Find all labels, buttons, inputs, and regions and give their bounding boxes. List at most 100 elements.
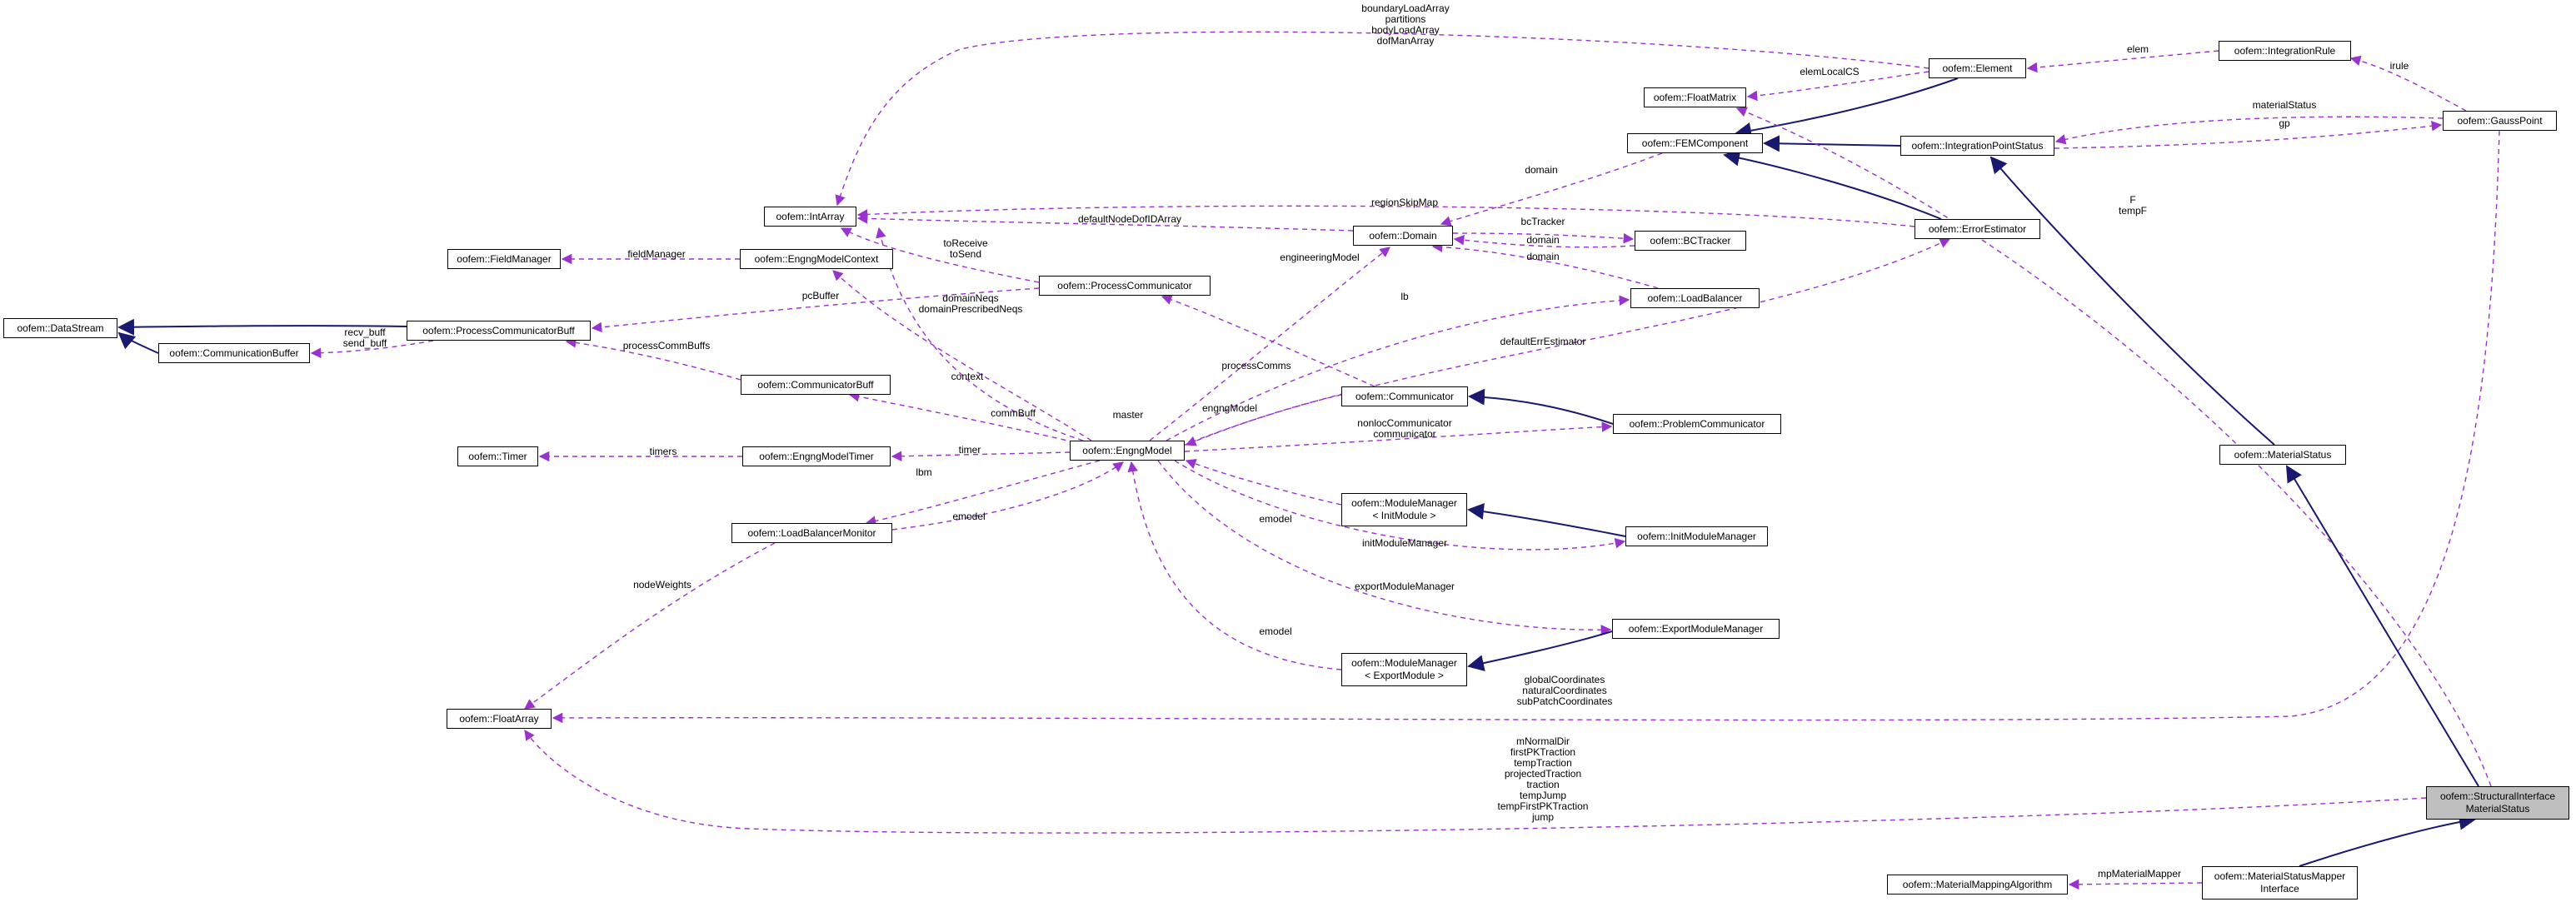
edge-modulemanager-export-engngmodel — [1127, 461, 1342, 670]
class-label: oofem::Communicator — [1355, 390, 1455, 402]
class-node-communicator[interactable]: oofem::Communicator — [1341, 386, 1468, 406]
edge-engngmodel-engngmodeltimer — [891, 451, 1071, 462]
class-node-element[interactable]: oofem::Element — [1929, 58, 2026, 78]
edge-label-emodel-init: emodel — [1259, 513, 1292, 525]
edge-label-emodel-lbm: emodel — [952, 511, 986, 522]
class-label: oofem::IntegrationPointStatus — [1911, 139, 2044, 152]
class-label: oofem::IntegrationRule — [2234, 44, 2336, 57]
class-label: oofem::StructuralInterface — [2439, 790, 2556, 802]
class-node-modulemanager-init[interactable]: oofem::ModuleManager < InitModule > — [1341, 493, 1467, 526]
class-node-bctracker[interactable]: oofem::BCTracker — [1635, 231, 1746, 251]
class-node-materialmappingalgorithm[interactable]: oofem::MaterialMappingAlgorithm — [1887, 875, 2068, 895]
class-label: oofem::ModuleManager — [1351, 657, 1457, 669]
edge-errorestimator-intarray — [856, 205, 1915, 227]
edge-element-floatmatrix — [1746, 71, 1930, 102]
class-node-communicationbuffer[interactable]: oofem::CommunicationBuffer — [158, 343, 310, 363]
class-label: oofem::Timer — [468, 450, 527, 462]
edge-label-regionskipmap: regionSkipMap — [1370, 197, 1439, 208]
edge-materialstatusmapper-structural — [2299, 813, 2476, 867]
edge-loadbalancermonitor-floatarray — [523, 542, 776, 710]
edge-processcommunicator-pcbuff — [591, 287, 1040, 333]
class-label: oofem::ProcessCommunicator — [1057, 279, 1192, 292]
class-node-loadbalancermonitor[interactable]: oofem::LoadBalancerMonitor — [731, 523, 892, 543]
class-node-engngmodel[interactable]: oofem::EngngModel — [1070, 441, 1185, 461]
edge-label-domain-fem: domain — [1525, 164, 1558, 176]
edge-communicatorbuff-pcbuff — [565, 337, 741, 381]
edge-label-pcbuffer: pcBuffer — [801, 290, 840, 302]
edge-structural-materialstatus — [2285, 465, 2479, 787]
edge-label-engngmodel-comm: engngModel — [1201, 402, 1258, 414]
class-label: oofem::GaussPoint — [2457, 114, 2543, 127]
class-node-floatarray[interactable]: oofem::FloatArray — [447, 709, 552, 729]
edge-label-processcommbuffs: processCommBuffs — [622, 340, 711, 351]
class-node-materialstatusmapperinterface[interactable]: oofem::MaterialStatusMapper Interface — [2202, 866, 2358, 900]
edge-label-nodeweights: nodeWeights — [633, 579, 691, 591]
class-label-line2: MaterialStatus — [2465, 803, 2530, 815]
class-label: oofem::MaterialStatusMapper — [2214, 870, 2346, 882]
class-node-intarray[interactable]: oofem::IntArray — [764, 207, 856, 227]
class-node-initmodulemanager[interactable]: oofem::InitModuleManager — [1625, 526, 1768, 546]
class-label: oofem::BCTracker — [1650, 234, 1731, 247]
edge-structural-floatmatrix — [1735, 107, 2492, 787]
class-node-timer[interactable]: oofem::Timer — [457, 446, 538, 466]
edge-label-elemlocalcs: elemLocalCS — [1800, 66, 1860, 77]
edge-domain-bctracker — [1452, 232, 1635, 244]
class-node-domain[interactable]: oofem::Domain — [1353, 226, 1453, 246]
class-node-fieldmanager[interactable]: oofem::FieldManager — [447, 249, 561, 269]
class-node-engngmodelcontext[interactable]: oofem::EngngModelContext — [740, 249, 893, 269]
class-label: oofem::ProblemCommunicator — [1629, 417, 1765, 430]
edge-label-defaultnodedofidarray: defaultNodeDofIDArray — [1077, 213, 1182, 225]
edge-label-mpmaterialmapper: mpMaterialMapper — [2097, 868, 2182, 880]
class-node-modulemanager-export[interactable]: oofem::ModuleManager < ExportModule > — [1341, 653, 1467, 686]
edge-label-exportmodulemanager: exportModuleManager — [1354, 581, 1455, 592]
class-node-integrationrule[interactable]: oofem::IntegrationRule — [2219, 41, 2351, 61]
class-node-integrationpointstatus[interactable]: oofem::IntegrationPointStatus — [1900, 136, 2054, 156]
edge-label-fieldmanager: fieldManager — [627, 248, 686, 260]
class-label: oofem::LoadBalancerMonitor — [747, 526, 876, 539]
class-label: oofem::ModuleManager — [1351, 497, 1457, 509]
class-label: oofem::Domain — [1369, 229, 1437, 242]
edge-element-intarray — [835, 31, 1930, 207]
class-node-femcomponent[interactable]: oofem::FEMComponent — [1627, 133, 1763, 153]
edge-label-context: context — [951, 371, 984, 382]
edge-label-domain-bc: domain — [1526, 234, 1560, 246]
class-label: oofem::LoadBalancer — [1647, 292, 1743, 304]
class-node-floatmatrix[interactable]: oofem::FloatMatrix — [1644, 87, 1746, 107]
class-node-exportmodulemanager[interactable]: oofem::ExportModuleManager — [1612, 619, 1780, 639]
class-node-problemcommunicator[interactable]: oofem::ProblemCommunicator — [1613, 414, 1781, 434]
class-label: oofem::ErrorEstimator — [1928, 222, 2027, 235]
class-node-processcommunicator[interactable]: oofem::ProcessCommunicator — [1039, 276, 1211, 296]
class-node-communicatorbuff[interactable]: oofem::CommunicatorBuff — [741, 375, 891, 395]
edge-label-emodel-export: emodel — [1259, 625, 1292, 637]
edge-label-lb: lb — [1400, 291, 1409, 302]
edge-engngmodel-loadbalancermonitor — [865, 460, 1101, 526]
edge-engngmodel-communicatorbuff — [848, 391, 1076, 443]
class-node-engngmodeltimer[interactable]: oofem::EngngModelTimer — [742, 446, 891, 466]
class-label: oofem::FieldManager — [457, 252, 552, 265]
edge-label-lbm: lbm — [916, 466, 932, 478]
edge-modulemanager-init-engngmodel — [1185, 459, 1342, 506]
class-label: oofem::FEMComponent — [1641, 137, 1749, 149]
class-node-structuralinterfacematerialstatus[interactable]: oofem::StructuralInterface MaterialStatu… — [2426, 786, 2569, 820]
edge-loadbalancer-domain — [1431, 242, 1659, 289]
class-label: oofem::CommunicationBuffer — [169, 346, 299, 359]
class-node-gausspoint[interactable]: oofem::GaussPoint — [2443, 111, 2557, 131]
class-node-materialstatus[interactable]: oofem::MaterialStatus — [2219, 445, 2346, 465]
template-label: < ExportModule > — [1365, 670, 1444, 681]
class-node-errorestimator[interactable]: oofem::ErrorEstimator — [1915, 219, 2040, 239]
class-node-datastream[interactable]: oofem::DataStream — [3, 318, 117, 338]
class-node-processcommunicatorbuff[interactable]: oofem::ProcessCommunicatorBuff — [407, 321, 591, 341]
class-label: oofem::IntArray — [776, 210, 845, 222]
edge-errorestimator-femcomponent — [1723, 149, 1942, 220]
edge-gausspoint-integrationrule — [2349, 55, 2467, 112]
class-node-loadbalancer[interactable]: oofem::LoadBalancer — [1630, 288, 1760, 308]
class-label: oofem::FloatMatrix — [1653, 91, 1737, 103]
edge-structural-floatarray — [524, 729, 2427, 834]
edge-label-defaulterrestimator: defaultErrEstimator — [1500, 336, 1586, 347]
